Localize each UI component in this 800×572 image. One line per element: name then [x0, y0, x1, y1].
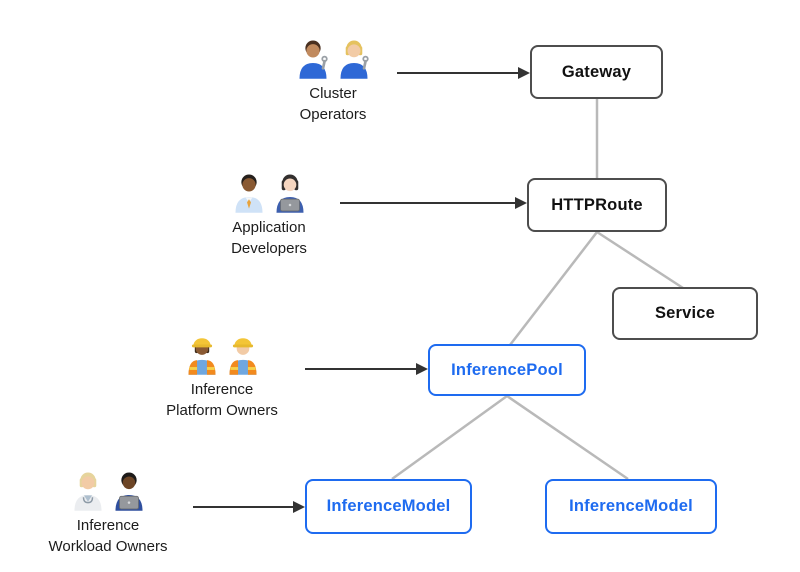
inferencemodel-left-node: InferenceModel [305, 479, 472, 534]
actor-label-line: Inference [76, 517, 140, 534]
arrow-inference-platform-owners-to-inferencepool [305, 363, 428, 375]
edge-inferencepool-inferencemodel-right [506, 394, 629, 481]
man-construction-worker-emoji [229, 338, 256, 375]
actor-application-developers: Application Developers [159, 170, 379, 259]
cluster-operators-label: Cluster Operators [223, 83, 443, 125]
inference-platform-owners-label: Inference Platform Owners [112, 379, 332, 421]
httproute-node: HTTPRoute [527, 178, 667, 232]
health-worker-emoji [74, 472, 101, 511]
inferencepool-node-label: InferencePool [451, 360, 563, 379]
woman-construction-worker-emoji [188, 338, 215, 375]
man-mechanic-emoji [299, 40, 328, 79]
actor-label-line: Platform Owners [166, 402, 278, 419]
inferencepool-node: InferencePool [428, 344, 586, 396]
cluster-operators-emoji-pair [223, 36, 443, 80]
man-technologist-emoji [115, 472, 142, 511]
actor-inference-workload-owners: Inference Workload Owners [0, 468, 218, 557]
inference-platform-owners-emoji-pair [112, 332, 332, 376]
gateway-node: Gateway [530, 45, 663, 99]
actor-label-line: Inference [190, 381, 254, 398]
edge-httproute-inferencepool [509, 231, 598, 346]
inferencemodel-right-node: InferenceModel [545, 479, 717, 534]
woman-technologist-emoji [276, 174, 303, 213]
service-node-label: Service [654, 304, 716, 322]
actor-label-line: Workload Owners [48, 538, 168, 555]
httproute-node-label: HTTPRoute [551, 195, 643, 214]
edge-inferencepool-inferencemodel-left [391, 394, 508, 481]
application-developers-label: Application Developers [159, 217, 379, 259]
inference-workload-owners-label: Inference Workload Owners [0, 515, 218, 557]
gateway-node-label: Gateway [561, 62, 632, 81]
inferencemodel-left-node-label: InferenceModel [326, 497, 451, 515]
actor-label-line: Operators [299, 106, 367, 123]
inferencemodel-right-node-label: InferenceModel [569, 497, 693, 515]
man-office-worker-emoji [235, 174, 262, 213]
arrow-inference-workload-owners-to-inferencemodel [193, 501, 305, 513]
actor-inference-platform-owners: Inference Platform Owners [112, 332, 332, 421]
actor-label-line: Developers [231, 240, 307, 257]
service-node: Service [612, 287, 758, 340]
actor-cluster-operators: Cluster Operators [223, 36, 443, 125]
application-developers-emoji-pair [159, 170, 379, 214]
arrow-cluster-operators-to-gateway [397, 67, 530, 79]
actor-label-line: Application [232, 219, 306, 236]
edge-httproute-service [596, 230, 684, 290]
inference-workload-owners-emoji-pair [0, 468, 218, 512]
actor-label-line: Cluster [309, 85, 357, 102]
arrow-application-developers-to-httproute [340, 197, 527, 209]
woman-mechanic-emoji [340, 40, 369, 79]
